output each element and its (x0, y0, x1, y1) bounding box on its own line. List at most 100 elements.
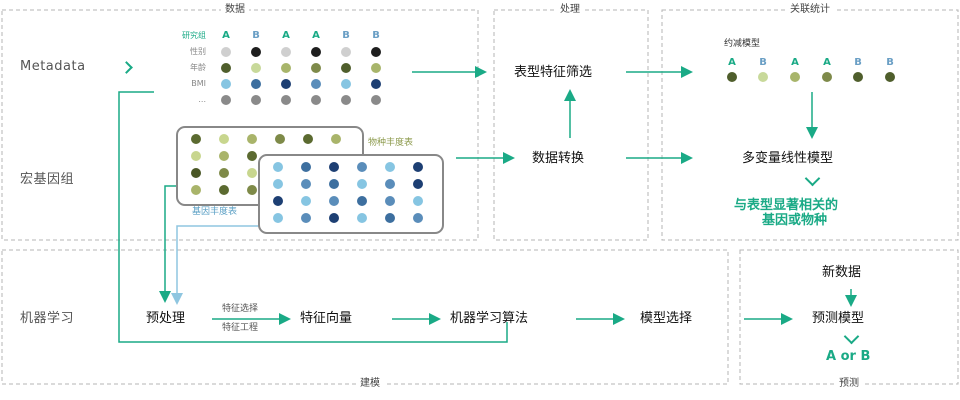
gene-dot (329, 196, 339, 206)
reduced-group-head: B (854, 57, 862, 68)
node-data-transform: 数据转换 (532, 151, 585, 166)
meta-dot (281, 95, 291, 105)
meta-key-more: ... (198, 95, 206, 104)
reduced-group-head: B (759, 57, 767, 68)
meta-dot (281, 47, 291, 57)
result-line-1: 与表型显著相关的 (734, 198, 839, 213)
meta-dot (221, 79, 231, 89)
species-dot (219, 151, 229, 161)
species-dot (219, 168, 229, 178)
reduced-group-head: A (728, 57, 736, 68)
gene-dot (385, 179, 395, 189)
meta-dot (221, 63, 231, 73)
meta-key-group: 研究组 (182, 31, 206, 40)
reduced-model-label: 约减模型 (724, 39, 761, 49)
meta-key-bmi: BMI (191, 79, 206, 88)
species-dot (191, 168, 201, 178)
meta-dot (221, 95, 231, 105)
meta-dot (371, 79, 381, 89)
row-label-metagenome: 宏基因组 (20, 172, 75, 187)
meta-dot (311, 95, 321, 105)
meta-dot (251, 95, 261, 105)
reduced-group-head: B (886, 57, 894, 68)
gene-dot (273, 196, 283, 206)
meta-group-head: A (222, 30, 230, 41)
meta-dot (371, 95, 381, 105)
gene-dot (301, 162, 311, 172)
meta-key-sex: 性别 (190, 47, 206, 56)
arrow-genes-to-preprocess (171, 225, 262, 305)
meta-dot (371, 47, 381, 57)
gene-dot (385, 162, 395, 172)
gene-dot (357, 213, 367, 223)
meta-key-age: 年龄 (190, 63, 206, 72)
meta-dot (251, 63, 261, 73)
gene-dot (301, 179, 311, 189)
node-preprocess: 预处理 (146, 311, 186, 326)
panel-title-modeling: 建模 (356, 379, 384, 389)
species-dot (191, 151, 201, 161)
species-dot (247, 134, 257, 144)
meta-group-head: B (252, 30, 260, 41)
species-dot (219, 134, 229, 144)
row-label-ml: 机器学习 (20, 311, 75, 326)
reduced-dot (822, 72, 832, 82)
reduced-dot (885, 72, 895, 82)
meta-group-head: A (312, 30, 320, 41)
gene-dot (413, 213, 423, 223)
panel-processing (493, 9, 649, 241)
species-dot (247, 185, 257, 195)
node-model-select: 模型选择 (640, 311, 693, 326)
gene-dot (357, 196, 367, 206)
meta-dot (341, 63, 351, 73)
meta-dot (371, 63, 381, 73)
meta-dot (251, 79, 261, 89)
gene-dot (329, 213, 339, 223)
gene-dot (329, 179, 339, 189)
result-line-2: 基因或物种 (762, 213, 828, 228)
gene-dot (413, 179, 423, 189)
panel-prediction (739, 249, 959, 385)
panel-title-prediction: 预测 (835, 379, 863, 389)
gene-dot (357, 162, 367, 172)
label-feature-select: 特征选择 (222, 304, 259, 314)
species-dot (275, 134, 285, 144)
gene-dot (301, 196, 311, 206)
meta-group-head: A (282, 30, 290, 41)
gene-dot (385, 213, 395, 223)
gene-dot (413, 196, 423, 206)
row-label-metadata: Metadata (20, 59, 86, 74)
species-card-label: 物种丰度表 (368, 138, 414, 148)
species-dot (247, 151, 257, 161)
node-prediction-model: 预测模型 (812, 311, 865, 326)
meta-dot (251, 47, 261, 57)
node-phenotype-filter: 表型特征筛选 (514, 65, 593, 80)
panel-modeling (1, 249, 729, 385)
reduced-dot (758, 72, 768, 82)
node-ml-algorithm: 机器学习算法 (450, 311, 529, 326)
meta-dot (281, 79, 291, 89)
loop-metadata-to-ml (118, 91, 508, 343)
gene-dot (385, 196, 395, 206)
gene-dot (273, 179, 283, 189)
species-dot (191, 134, 201, 144)
species-dot (191, 185, 201, 195)
meta-dot (311, 63, 321, 73)
reduced-dot (790, 72, 800, 82)
species-dot (303, 134, 313, 144)
meta-dot (341, 47, 351, 57)
meta-dot (311, 79, 321, 89)
gene-dot (301, 213, 311, 223)
gene-card-label: 基因丰度表 (190, 207, 240, 217)
gene-dot (273, 162, 283, 172)
node-new-data: 新数据 (822, 265, 862, 280)
species-dot (331, 134, 341, 144)
panel-title-data: 数据 (221, 5, 249, 15)
species-dot (247, 168, 257, 178)
gene-dot (273, 213, 283, 223)
gene-dot (329, 162, 339, 172)
meta-dot (221, 47, 231, 57)
meta-dot (311, 47, 321, 57)
node-multivariate-linear-model: 多变量线性模型 (742, 151, 834, 166)
